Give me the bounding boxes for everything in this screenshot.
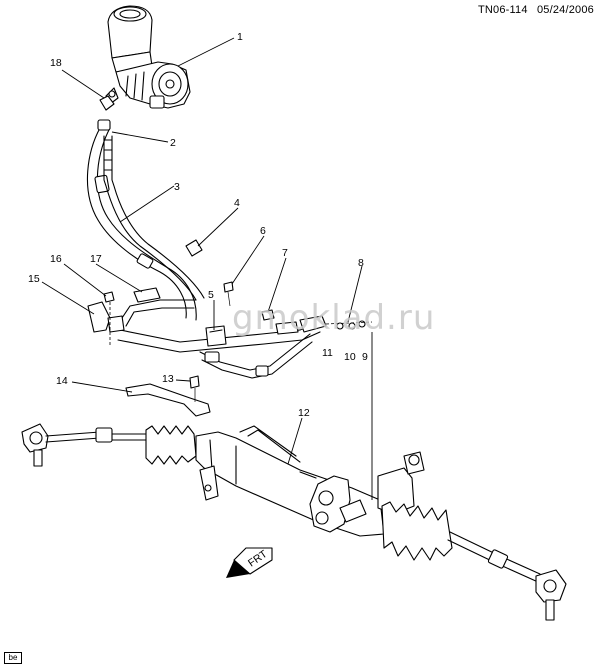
outlet-fitting — [99, 95, 115, 111]
callout-3: 3 — [174, 181, 180, 193]
rack-bracket — [125, 375, 211, 417]
cooler-lines — [117, 239, 373, 379]
diagram-code: TN06-114 — [477, 4, 528, 16]
callout-16: 16 — [50, 253, 62, 265]
corner-label: be — [4, 652, 22, 664]
callout-8: 8 — [358, 257, 364, 269]
callout-10: 10 — [344, 351, 356, 363]
diagram-date: 05/24/2006 — [536, 4, 594, 16]
power-steering-pump — [105, 5, 191, 109]
callout-5: 5 — [208, 289, 214, 301]
callout-13: 13 — [162, 373, 174, 385]
watermark: gmoklad.ru — [232, 298, 436, 338]
callout-4: 4 — [234, 197, 240, 209]
callout-7: 7 — [282, 247, 288, 259]
leader-lines — [41, 37, 373, 500]
callout-15: 15 — [28, 273, 40, 285]
callout-numbers: 1 2 3 4 5 6 7 8 9 10 11 12 13 14 15 16 1… — [28, 31, 368, 419]
callout-2: 2 — [170, 137, 176, 149]
callout-1: 1 — [237, 31, 243, 43]
diagram-header: TN06-114 05/24/2006 — [472, 4, 594, 16]
bracket-assembly — [87, 287, 161, 346]
callout-18: 18 — [50, 57, 62, 69]
callout-11: 11 — [322, 347, 333, 359]
callout-17: 17 — [90, 253, 102, 265]
callout-6: 6 — [260, 225, 266, 237]
callout-14: 14 — [56, 375, 68, 387]
callout-9: 9 — [362, 351, 368, 363]
pressure-hose — [86, 119, 197, 321]
steering-rack — [21, 423, 567, 621]
callout-12: 12 — [298, 407, 310, 419]
return-hose — [103, 135, 205, 301]
front-arrow-icon — [226, 547, 273, 578]
